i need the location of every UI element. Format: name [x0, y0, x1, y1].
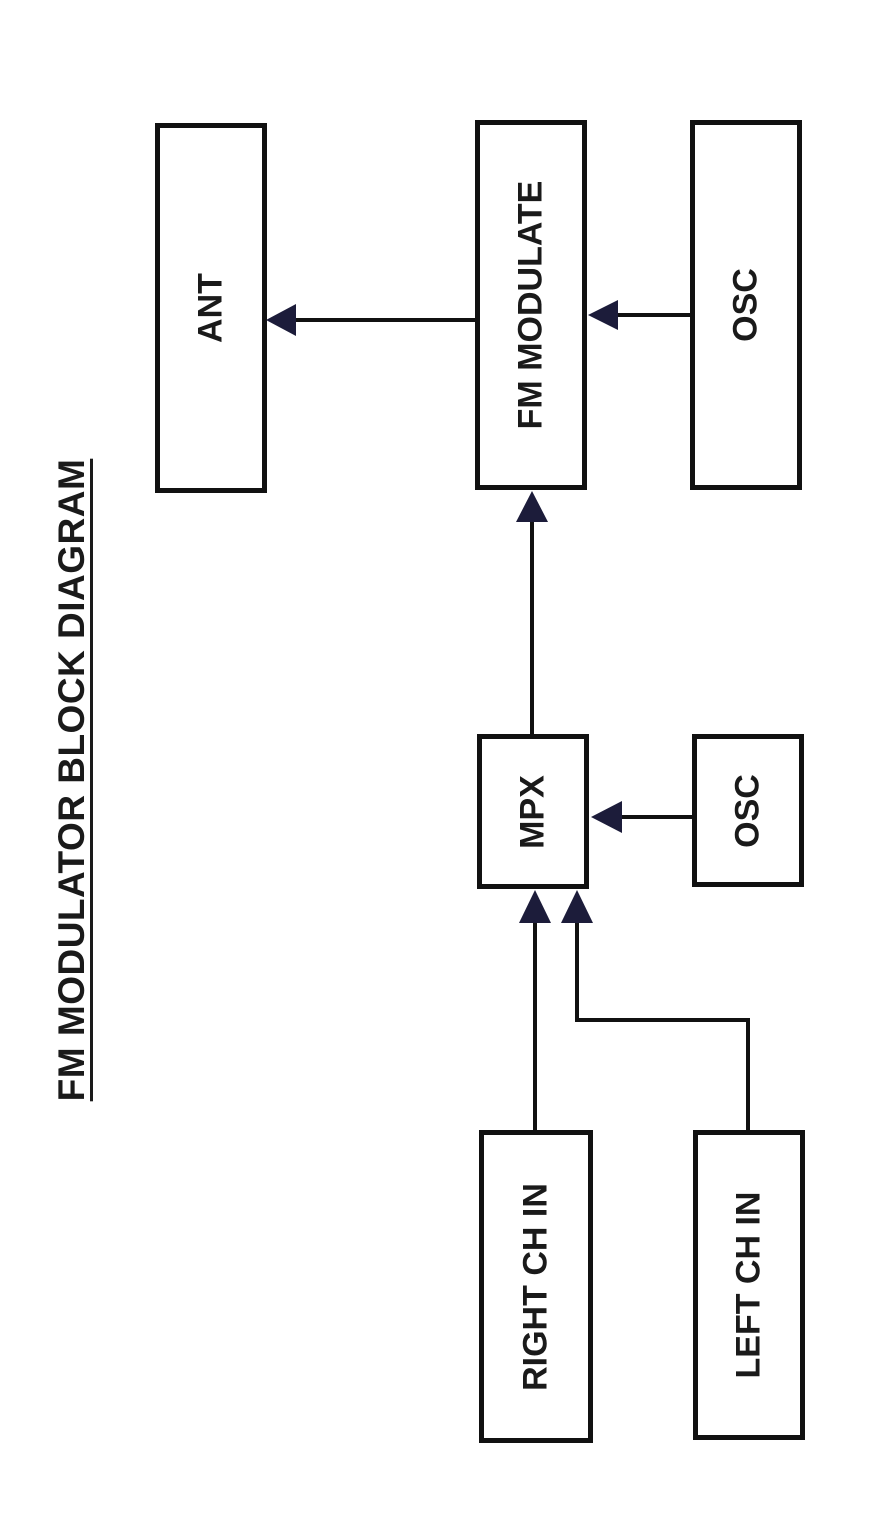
block-mpx: MPX: [477, 734, 589, 889]
block-right-ch-in: RIGHT CH IN: [479, 1130, 593, 1443]
block-osc-bottom: OSC: [692, 734, 804, 887]
block-left-ch-in: LEFT CH IN: [693, 1130, 805, 1440]
block-osc-top: OSC: [690, 120, 802, 490]
arrow-right-into-mpx-icon: [519, 890, 551, 923]
wire-left-to-mpx: [575, 920, 750, 1131]
block-fm-modulate: FM MODULATE: [475, 120, 587, 490]
arrow-left-into-mpx-icon: [561, 890, 593, 923]
arrow-into-mpx-side-icon: [591, 801, 622, 833]
arrow-into-fm-bottom-icon: [516, 491, 548, 522]
block-ant: ANT: [155, 123, 267, 493]
arrow-into-fm-side-icon: [588, 300, 618, 330]
arrow-into-ant-icon: [266, 304, 296, 336]
